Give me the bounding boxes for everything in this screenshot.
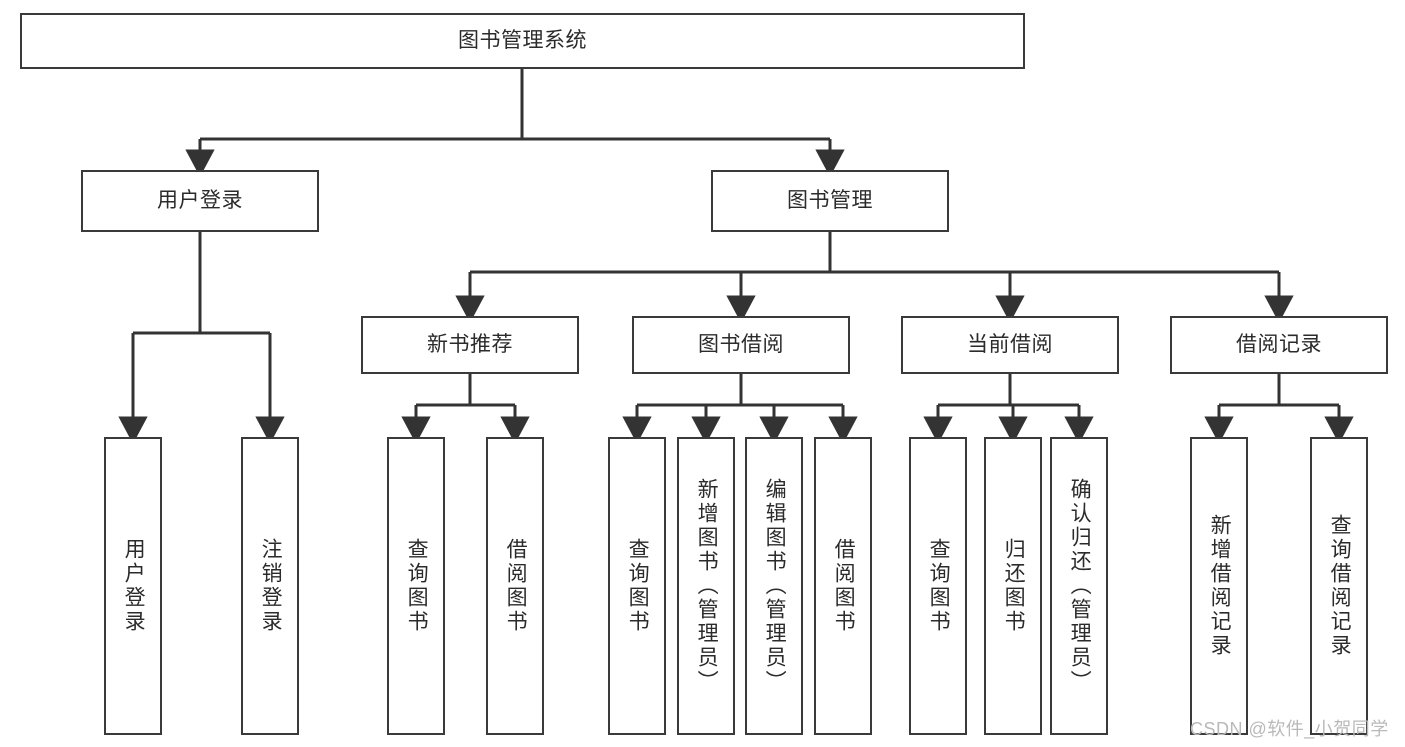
leaf-query-book-bb-label: 查询图书 bbox=[626, 538, 650, 634]
leaf-user-login[interactable]: 用户登录 bbox=[104, 437, 162, 735]
node-user-login[interactable]: 用户登录 bbox=[81, 170, 319, 232]
node-book-management-label: 图书管理 bbox=[787, 189, 873, 213]
leaf-return-book[interactable]: 归还图书 bbox=[984, 437, 1042, 735]
leaf-add-book-admin-label: 新增图书（管理员） bbox=[695, 478, 719, 694]
leaf-query-book-bb[interactable]: 查询图书 bbox=[608, 437, 666, 735]
leaf-add-book-admin[interactable]: 新增图书（管理员） bbox=[677, 437, 735, 735]
leaf-user-login-label: 用户登录 bbox=[122, 538, 146, 634]
node-borrow-record[interactable]: 借阅记录 bbox=[1170, 316, 1388, 374]
csdn-watermark: CSDN @软件_小贺同学 bbox=[1190, 719, 1389, 739]
node-current-borrow-label: 当前借阅 bbox=[967, 333, 1053, 357]
leaf-add-borrow-record-label: 新增借阅记录 bbox=[1208, 514, 1232, 658]
node-borrow-record-label: 借阅记录 bbox=[1236, 333, 1322, 357]
leaf-borrow-book-bb[interactable]: 借阅图书 bbox=[814, 437, 872, 735]
leaf-borrow-book-nbr[interactable]: 借阅图书 bbox=[486, 437, 544, 735]
node-user-login-label: 用户登录 bbox=[157, 189, 243, 213]
leaf-query-book-cb[interactable]: 查询图书 bbox=[909, 437, 967, 735]
leaf-query-book-nbr[interactable]: 查询图书 bbox=[387, 437, 445, 735]
leaf-logout-label: 注销登录 bbox=[259, 538, 283, 634]
leaf-edit-book-admin-label: 编辑图书（管理员） bbox=[763, 478, 787, 694]
leaf-borrow-book-bb-label: 借阅图书 bbox=[832, 538, 856, 634]
leaf-confirm-return-admin-label: 确认归还（管理员） bbox=[1068, 478, 1092, 694]
node-new-book-recommend-label: 新书推荐 bbox=[427, 333, 513, 357]
leaf-borrow-book-nbr-label: 借阅图书 bbox=[504, 538, 528, 634]
node-root-label: 图书管理系统 bbox=[458, 29, 587, 53]
node-book-borrow[interactable]: 图书借阅 bbox=[632, 316, 850, 374]
leaf-query-borrow-record[interactable]: 查询借阅记录 bbox=[1310, 437, 1368, 735]
leaf-return-book-label: 归还图书 bbox=[1002, 538, 1026, 634]
leaf-confirm-return-admin[interactable]: 确认归还（管理员） bbox=[1050, 437, 1108, 735]
leaf-query-book-cb-label: 查询图书 bbox=[927, 538, 951, 634]
node-current-borrow[interactable]: 当前借阅 bbox=[901, 316, 1119, 374]
leaf-logout[interactable]: 注销登录 bbox=[241, 437, 299, 735]
leaf-query-borrow-record-label: 查询借阅记录 bbox=[1328, 514, 1352, 658]
node-book-management[interactable]: 图书管理 bbox=[711, 170, 949, 232]
node-book-borrow-label: 图书借阅 bbox=[698, 333, 784, 357]
leaf-edit-book-admin[interactable]: 编辑图书（管理员） bbox=[745, 437, 803, 735]
node-root[interactable]: 图书管理系统 bbox=[20, 13, 1025, 69]
leaf-query-book-nbr-label: 查询图书 bbox=[405, 538, 429, 634]
leaf-add-borrow-record[interactable]: 新增借阅记录 bbox=[1190, 437, 1248, 735]
node-new-book-recommend[interactable]: 新书推荐 bbox=[361, 316, 579, 374]
